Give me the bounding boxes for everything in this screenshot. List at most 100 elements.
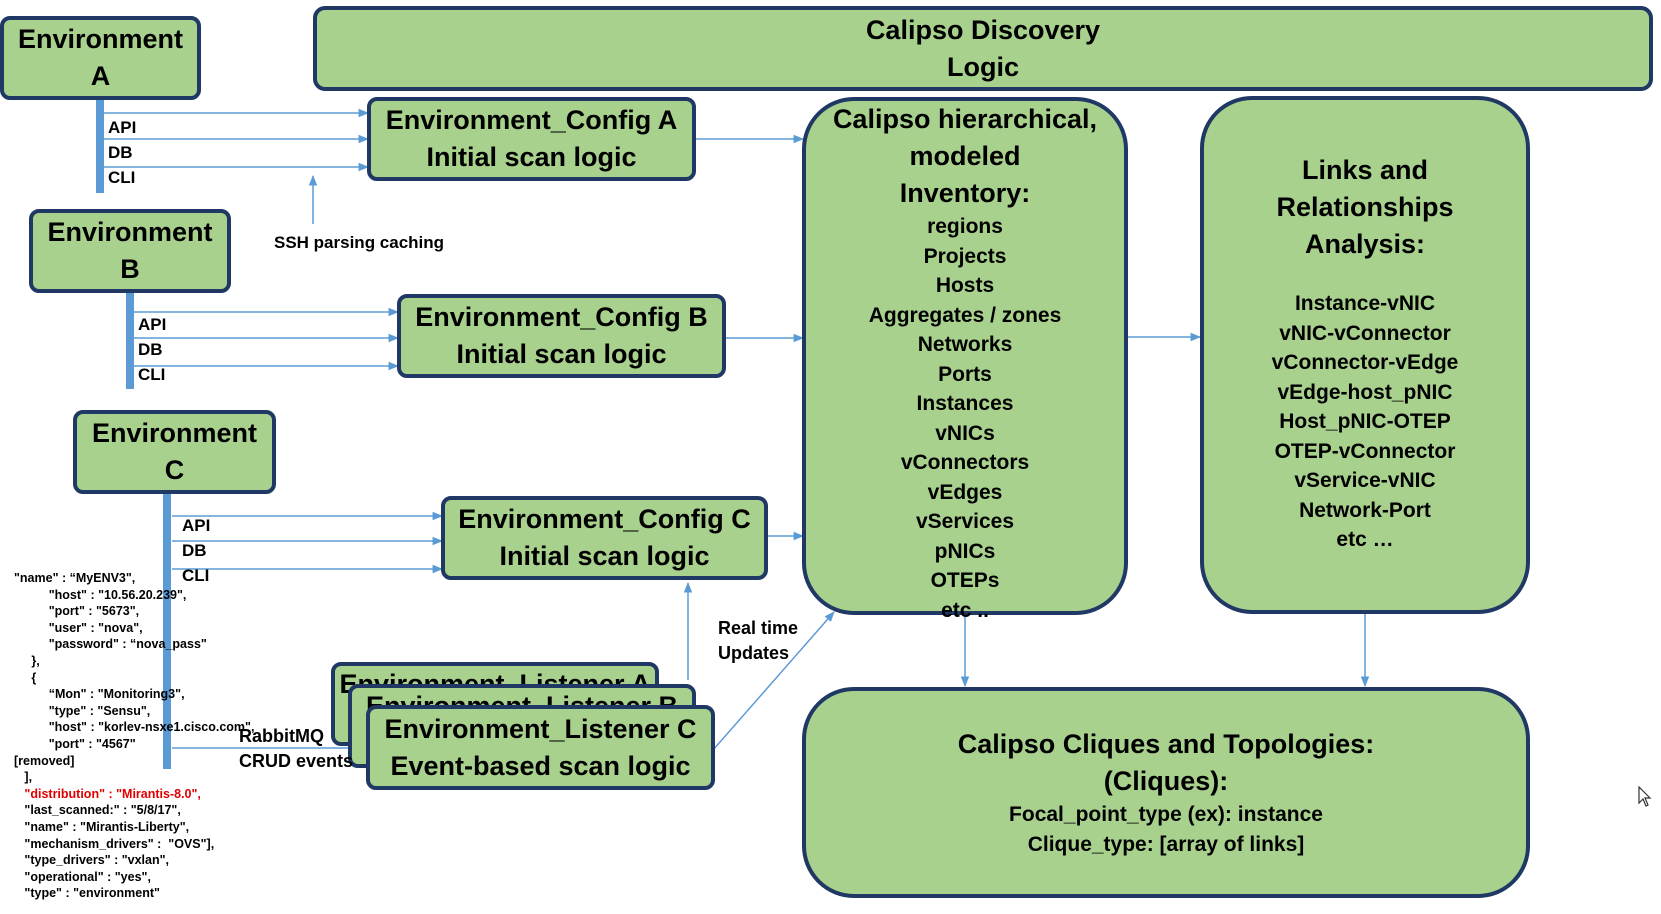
environment-b-label: Environment: [47, 217, 213, 247]
realtime-label: Real time Updates: [718, 616, 798, 666]
env-c-api-label: API: [182, 516, 211, 535]
listener-c-subtitle: Event-based scan logic: [390, 750, 691, 781]
rabbitmq-line2: CRUD events: [239, 751, 354, 771]
env-a-api-label: API: [108, 118, 137, 137]
listener-c-box: Environment_Listener C Event-based scan …: [366, 705, 715, 790]
environment-b-box: Environment B: [29, 209, 231, 293]
config-a-box: Environment_Config A Initial scan logic: [367, 97, 696, 181]
links-item: vConnector-vEdge: [1271, 351, 1459, 374]
json-line: "operational" : "yes",: [14, 869, 151, 884]
links-item: vNIC-vConnector: [1279, 321, 1451, 345]
inventory-title-3: Inventory:: [899, 178, 1031, 208]
discovery-title-line1: Calipso Discovery: [865, 14, 1101, 45]
json-line: [removed]: [14, 753, 75, 768]
realtime-line1: Real time: [718, 618, 799, 638]
cliques-focal-line: Focal_point_type (ex): instance: [1009, 803, 1323, 826]
environment-c-letter: C: [164, 455, 185, 485]
inventory-item: vServices: [915, 510, 1015, 533]
cliques-box: Calipso Cliques and Topologies: (Cliques…: [802, 687, 1530, 898]
rabbitmq-label: RabbitMQ CRUD events: [239, 724, 353, 774]
cliques-title-1: Calipso Cliques and Topologies:: [957, 729, 1375, 759]
json-line: "type" : "Sensu",: [14, 703, 151, 718]
config-b-subtitle: Initial scan logic: [456, 339, 667, 369]
links-box: Links and Relationships Analysis: Instan…: [1200, 96, 1530, 614]
env-a-cli-label: CLI: [108, 168, 136, 187]
json-line: "type_drivers" : "vxlan",: [14, 853, 170, 868]
links-item: Instance-vNIC: [1294, 292, 1436, 315]
env-b-cli-label: CLI: [138, 365, 166, 384]
discovery-title-line2: Logic: [947, 51, 1019, 82]
discovery-logic-box: Calipso Discovery Logic: [313, 6, 1653, 91]
env-a-interface-bar: [96, 100, 104, 193]
json-line: "host" : "korlev-nsxe1.cisco.com",: [14, 720, 255, 735]
rabbitmq-line1: RabbitMQ: [239, 726, 324, 746]
links-item: OTEP-vConnector: [1274, 439, 1456, 463]
inventory-item: OTEPs: [930, 569, 1000, 592]
inventory-item: Ports: [938, 362, 992, 386]
inventory-item: Instances: [916, 392, 1014, 415]
inventory-item: vEdges: [927, 480, 1003, 504]
config-b-title: Environment_Config B: [415, 302, 708, 332]
config-c-subtitle: Initial scan logic: [499, 541, 710, 571]
inventory-title-2: modeled: [909, 141, 1021, 171]
json-line: "last_scanned:" : "5/8/17",: [14, 803, 181, 818]
inventory-item: vConnectors: [900, 451, 1030, 474]
json-line: ],: [14, 770, 33, 785]
inventory-item: vNICs: [935, 421, 995, 445]
cliques-title-2: (Cliques):: [1103, 766, 1229, 796]
json-line: “Mon" : "Monitoring3",: [14, 687, 185, 702]
json-line: {: [14, 670, 37, 685]
json-line: "type" : "environment": [14, 886, 160, 901]
mouse-pointer-icon: [1638, 786, 1652, 807]
links-item: etc …: [1336, 528, 1394, 551]
config-c-title: Environment_Config C: [458, 504, 751, 534]
ssh-parsing-label: SSH parsing caching: [274, 233, 445, 252]
config-b-box: Environment_Config B Initial scan logic: [397, 294, 726, 378]
links-item: vEdge-host_pNIC: [1277, 380, 1453, 404]
json-line: "password" : “nova_pass": [14, 637, 207, 652]
links-title-3: Analysis:: [1304, 229, 1426, 259]
inventory-item: Projects: [923, 244, 1007, 268]
env-c-interface-bar: [163, 493, 171, 769]
arrow-listener-inventory: [712, 611, 835, 751]
json-line: "user" : "nova",: [14, 620, 143, 635]
links-item: Network-Port: [1299, 498, 1431, 522]
inventory-title-1: Calipso hierarchical,: [832, 104, 1098, 134]
inventory-item: regions: [927, 215, 1003, 238]
links-item: Host_pNIC-OTEP: [1279, 410, 1451, 433]
environment-a-box: Environment A: [0, 16, 201, 100]
links-item: vService-vNIC: [1294, 469, 1436, 492]
env-b-api-label: API: [138, 315, 167, 334]
inventory-item: etc ..: [941, 598, 989, 622]
config-a-subtitle: Initial scan logic: [426, 142, 637, 172]
env-c-db-label: DB: [182, 541, 207, 560]
json-line: "port" : "4567": [14, 736, 136, 751]
json-line: "name" : "Mirantis-Liberty",: [14, 819, 190, 834]
env-b-interface-bar: [126, 293, 134, 389]
inventory-item: Aggregates / zones: [868, 303, 1062, 327]
environment-b-letter: B: [120, 254, 140, 284]
json-line: "host" : "10.56.20.239",: [14, 587, 187, 602]
links-title-1: Links and: [1301, 155, 1429, 185]
json-line: "port" : "5673",: [14, 604, 140, 619]
env-c-cli-label: CLI: [182, 566, 210, 585]
json-line: "name" : “MyENV3",: [14, 571, 136, 585]
env-b-db-label: DB: [138, 340, 163, 359]
json-line-distribution: "distribution" : "Mirantis-8.0",: [14, 786, 201, 801]
environment-json-snippet: "name" : “MyENV3", "host" : "10.56.20.23…: [14, 570, 254, 902]
env-a-db-label: DB: [108, 143, 133, 162]
environment-a-label: Environment: [17, 24, 184, 54]
config-a-title: Environment_Config A: [385, 105, 678, 135]
realtime-line2: Updates: [718, 643, 790, 663]
inventory-item: Networks: [917, 333, 1013, 356]
json-line: },: [14, 653, 40, 668]
environment-c-box: Environment C: [73, 410, 276, 494]
config-c-box: Environment_Config C Initial scan logic: [441, 496, 768, 580]
inventory-item: pNICs: [934, 539, 996, 563]
environment-a-letter: A: [90, 61, 111, 91]
links-title-2: Relationships: [1276, 192, 1454, 222]
environment-c-label: Environment: [91, 418, 258, 448]
json-line: "mechanism_drivers" : "OVS"],: [14, 836, 215, 851]
listener-c-title: Environment_Listener C: [384, 713, 697, 744]
